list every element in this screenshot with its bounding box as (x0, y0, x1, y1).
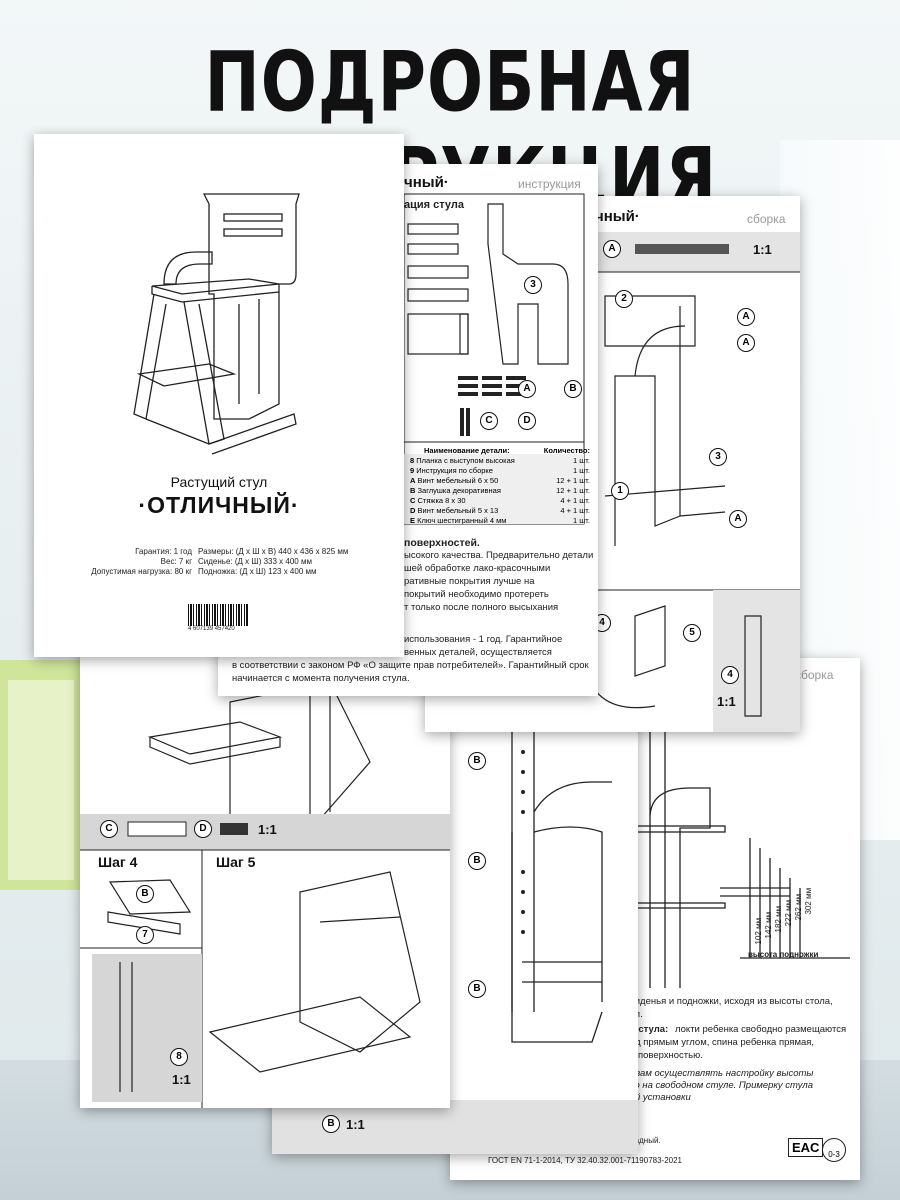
warranty-line-3: начинается с момента получения стула. (232, 673, 410, 684)
text-line-0: сиденья и подножки, исходя из высоты сто… (630, 996, 833, 1007)
label-b: B (136, 885, 154, 903)
spec-dimensions: Размеры: (Д х Ш х В) 440 х 436 х 825 мм (198, 547, 349, 556)
label-4-big: 4 (721, 666, 739, 684)
barcode-number: 4 607139 457420 (188, 626, 235, 632)
scale-top: 1:1 (258, 822, 277, 837)
chair-illustration (133, 193, 300, 455)
sheet-brand: чный· (404, 174, 449, 191)
table-header-name: Наименование детали: (424, 446, 510, 455)
background-shelf-inner (8, 680, 74, 880)
chair-side-diagram (634, 728, 850, 988)
sheet-cover: Растущий стул ·ОТЛИЧНЫЙ· Гарантия: 1 год… (34, 134, 404, 657)
italic-line-1: ко на свободном стуле. Примерку стула (630, 1080, 814, 1091)
label-a: A (518, 380, 536, 398)
eac-mark: EAC (788, 1138, 824, 1157)
spec-warranty: Гарантия: 1 год (135, 547, 192, 556)
steps-diagram (80, 681, 450, 1108)
label-b-3: B (468, 980, 486, 998)
parts-diagram (403, 193, 585, 525)
label-d: D (194, 820, 212, 838)
label-2: 2 (615, 290, 633, 308)
label-a-top: A (603, 240, 621, 258)
label-c: C (480, 412, 498, 430)
step-4-title: Шаг 4 (98, 854, 138, 870)
step-5-title: Шаг 5 (216, 854, 256, 870)
label-8: 8 (170, 1048, 188, 1066)
sheet-brand: чный· (595, 208, 640, 225)
label-d: D (518, 412, 536, 430)
warranty-line-0: использования - 1 год. Гарантийное (404, 634, 563, 645)
height-3: 222 мм (784, 899, 794, 927)
label-3: 3 (524, 276, 542, 294)
barcode (188, 604, 248, 626)
table-header: Наименование детали: Количество: (410, 446, 590, 456)
warranty-line-1: венных деталей, осуществляется (404, 647, 552, 658)
scale-top: 1:1 (753, 242, 772, 257)
parts-table: Наименование детали: Количество: 8 Планк… (410, 446, 590, 525)
italic-line-0: рвам осуществлять настройку высоты (630, 1068, 814, 1079)
sheet-steps: C D 1:1 Шаг 4 Шаг 5 B 7 8 1:1 (80, 642, 450, 1108)
care-line-0: ысокого качества. Предварительно детали (404, 550, 594, 561)
warranty-line-2: в соответствии с законом РФ «О защите пр… (232, 660, 589, 671)
height-4: 262 мм (794, 893, 804, 921)
care-title: поверхностей. (404, 537, 480, 549)
table-header-qty: Количество: (543, 446, 590, 455)
care-line-4: т только после полного высыхания (404, 602, 559, 613)
label-c: C (100, 820, 118, 838)
age-mark: 0-3 (822, 1138, 846, 1162)
posture-title: н стула: (630, 1024, 669, 1035)
brand-logo: ·ОТЛИЧНЫЙ· (138, 492, 300, 518)
height-2: 182 мм (774, 905, 784, 933)
posture-line-2: й поверхностью. (630, 1050, 703, 1061)
label-a-1: A (737, 308, 755, 326)
sheet-tag: сборка (795, 668, 834, 682)
care-line-3: покрытий необходимо протереть (404, 589, 549, 600)
posture-line-1: од прямым углом, спина ребенка прямая, (630, 1037, 815, 1048)
posture-line-0: локти ребенка свободно размещаются (675, 1024, 847, 1035)
spec-seat: Сиденье: (Д х Ш) 333 х 400 мм (198, 557, 312, 566)
spec-weight: Вес: 7 кг (160, 557, 192, 566)
care-line-2: ративные покрытия лучше на (404, 576, 535, 587)
footrest-caption: высота подножки (748, 950, 819, 959)
label-3: 3 (709, 448, 727, 466)
italic-line-2: ьй установки (630, 1092, 691, 1103)
label-b-4: B (322, 1115, 340, 1133)
standards: ГОСТ EN 71-1-2014, ТУ 32.40.32.001-71190… (488, 1156, 683, 1165)
scale-label: 1:1 (346, 1117, 365, 1132)
height-5: 302 мм (804, 887, 814, 915)
section-title: ация стула (404, 199, 464, 211)
label-7: 7 (136, 926, 154, 944)
product-line: Растущий стул (170, 474, 268, 490)
scale-bottom: 1:1 (172, 1072, 191, 1087)
label-5: 5 (683, 624, 701, 642)
sheet-tag: сборка (747, 212, 786, 226)
label-b-2: B (468, 852, 486, 870)
label-1: 1 (611, 482, 629, 500)
sheet-tag: инструкция (518, 177, 581, 191)
label-b-1: B (468, 752, 486, 770)
height-1: 142 мм (764, 911, 774, 939)
footer-left: ладный. (630, 1136, 661, 1145)
height-0: 102 мм (754, 917, 764, 945)
label-a-3: A (729, 510, 747, 528)
care-line-1: шей обработке лако-красочными (404, 563, 551, 574)
spec-footrest: Подножка: (Д х Ш) 123 х 400 мм (198, 567, 317, 576)
spec-load: Допустимая нагрузка: 80 кг (91, 567, 192, 576)
label-a-2: A (737, 334, 755, 352)
label-b: B (564, 380, 582, 398)
scale-bottom: 1:1 (717, 694, 736, 709)
